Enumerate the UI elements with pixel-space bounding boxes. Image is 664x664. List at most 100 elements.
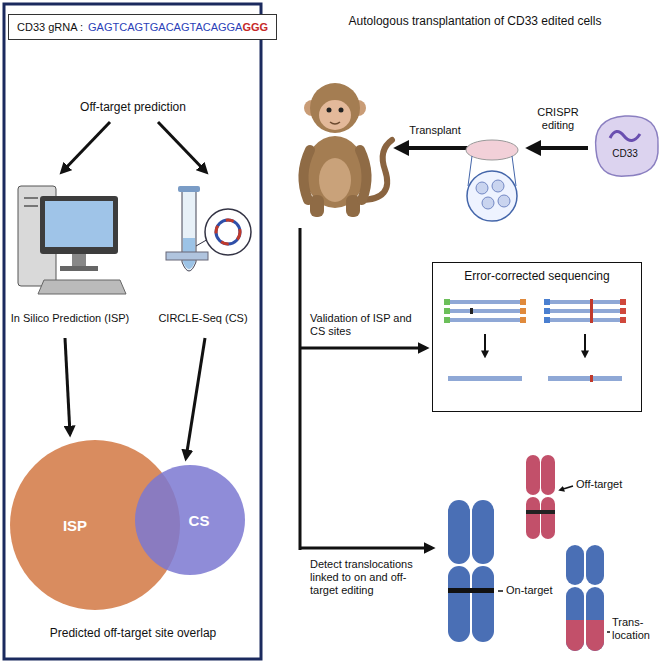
sequencing-reads — [520, 308, 526, 314]
process-arrows — [530, 146, 588, 150]
tube-icon — [166, 252, 208, 260]
monkey-figure — [310, 83, 360, 133]
off-target-chromosome — [526, 510, 555, 514]
sequencing-box: Error-corrected sequencing — [432, 262, 642, 412]
computer-icon — [24, 197, 38, 199]
monkey-figure — [339, 108, 344, 113]
edited-cell — [596, 116, 659, 176]
circle-label: ISP — [63, 517, 87, 534]
monkey-figure — [319, 158, 351, 202]
chromosome-label: On-target — [506, 584, 564, 597]
translocation-chromosome — [607, 631, 610, 633]
on-target-chromosome — [498, 590, 503, 592]
computer-icon — [24, 205, 38, 207]
translocation-chromosome — [566, 545, 584, 585]
workflow-lines — [300, 228, 432, 550]
grna-text: GAGTCAGTGACAGTACAGGA — [88, 21, 242, 33]
venn-circle: CS — [135, 465, 245, 575]
computer-icon — [40, 196, 118, 254]
on-target-chromosome — [448, 500, 470, 564]
off-target-chromosome — [526, 455, 573, 539]
edited-cell — [596, 116, 659, 176]
petri-dish — [467, 171, 517, 221]
sequencing-reads — [544, 299, 550, 305]
sequencing-reads — [620, 299, 626, 305]
translocation-chromosome — [566, 587, 584, 651]
sequencing-reads — [620, 308, 626, 314]
computer-icon — [38, 280, 126, 294]
off-target-chromosome — [560, 486, 573, 490]
sequencing-reads — [548, 300, 622, 304]
step-label: Off-target prediction — [40, 100, 226, 114]
tube-icon — [216, 220, 240, 244]
monkey-figure — [330, 122, 340, 124]
off-target-chromosome — [541, 497, 555, 539]
workflow-lines — [300, 347, 426, 350]
prediction-arrows — [186, 338, 205, 458]
on-target-chromosome — [448, 500, 503, 642]
sequencing-reads — [484, 334, 486, 356]
sequencing-reads — [448, 376, 522, 381]
tube-icon — [166, 186, 251, 271]
method-label: In Silico Prediction (ISP) — [4, 312, 136, 325]
on-target-chromosome — [472, 500, 494, 564]
sequencing-reads — [520, 299, 526, 305]
translocation-chromosome — [586, 620, 604, 651]
step-label: Validation of ISP and CS sites — [310, 312, 422, 338]
sequencing-reads — [544, 317, 550, 323]
sequencing-reads — [444, 317, 450, 323]
prediction-arrows — [65, 338, 70, 434]
petri-dish — [466, 140, 518, 160]
translocation-chromosome — [586, 587, 604, 651]
workflow-lines — [299, 228, 302, 550]
sequencing-reads — [444, 299, 626, 382]
sequencing-reads — [548, 318, 622, 322]
sequencing-reads — [448, 300, 522, 304]
monkey-figure — [360, 140, 392, 200]
arrow-label: CRISPR editing — [526, 106, 590, 132]
sequencing-reads — [448, 318, 522, 322]
sequencing-reads — [548, 376, 622, 381]
grna-box: CD33 gRNA :GAGTCAGTGACAGTACAGGAGGG — [8, 14, 277, 40]
sequencing-reads — [544, 308, 550, 314]
monkey-figure — [319, 100, 351, 130]
sequencing-reads — [548, 309, 622, 313]
sequencing-reads — [444, 299, 450, 305]
sequencing-reads — [590, 299, 593, 323]
monkey-figure — [327, 108, 332, 113]
arrow-label: Transplant — [400, 124, 470, 137]
process-arrows — [398, 146, 470, 150]
grna-text: CD33 gRNA : — [17, 21, 83, 33]
circle-label: CS — [189, 512, 210, 529]
petri-dish — [498, 195, 510, 207]
sequencing-reads — [470, 308, 473, 314]
figure-caption: Predicted off-target site overlap — [10, 626, 256, 640]
workflow-lines — [300, 547, 432, 550]
method-label: CIRCLE-Seq (CS) — [146, 312, 260, 325]
sequencing-reads — [620, 317, 626, 323]
prediction-arrows — [62, 122, 110, 172]
chromosome-label: Off-target — [576, 478, 638, 491]
translocation-chromosome — [566, 620, 584, 651]
step-label: Detect translocations linked to on and o… — [310, 558, 432, 598]
edited-cell — [610, 131, 640, 140]
computer-icon — [60, 266, 98, 271]
tube-icon — [205, 209, 251, 255]
section-heading: Autologous transplantation of CD33 edite… — [290, 14, 660, 28]
cell-label: CD33 — [605, 148, 645, 160]
tube-icon — [178, 186, 200, 192]
translocation-chromosome — [566, 545, 610, 651]
sequencing-reads — [448, 309, 522, 313]
sequencing-reads — [520, 317, 526, 323]
on-target-chromosome — [448, 588, 494, 593]
on-target-chromosome — [472, 566, 494, 642]
off-target-chromosome — [541, 455, 555, 495]
petri-dish — [482, 197, 494, 209]
off-target-chromosome — [526, 455, 540, 495]
on-target-chromosome — [448, 566, 470, 642]
prediction-arrows — [158, 122, 206, 172]
chromosome-label: Trans- location — [612, 616, 662, 642]
monkey-figure — [303, 83, 392, 217]
monkey-figure — [303, 150, 310, 200]
computer-icon — [45, 201, 113, 247]
